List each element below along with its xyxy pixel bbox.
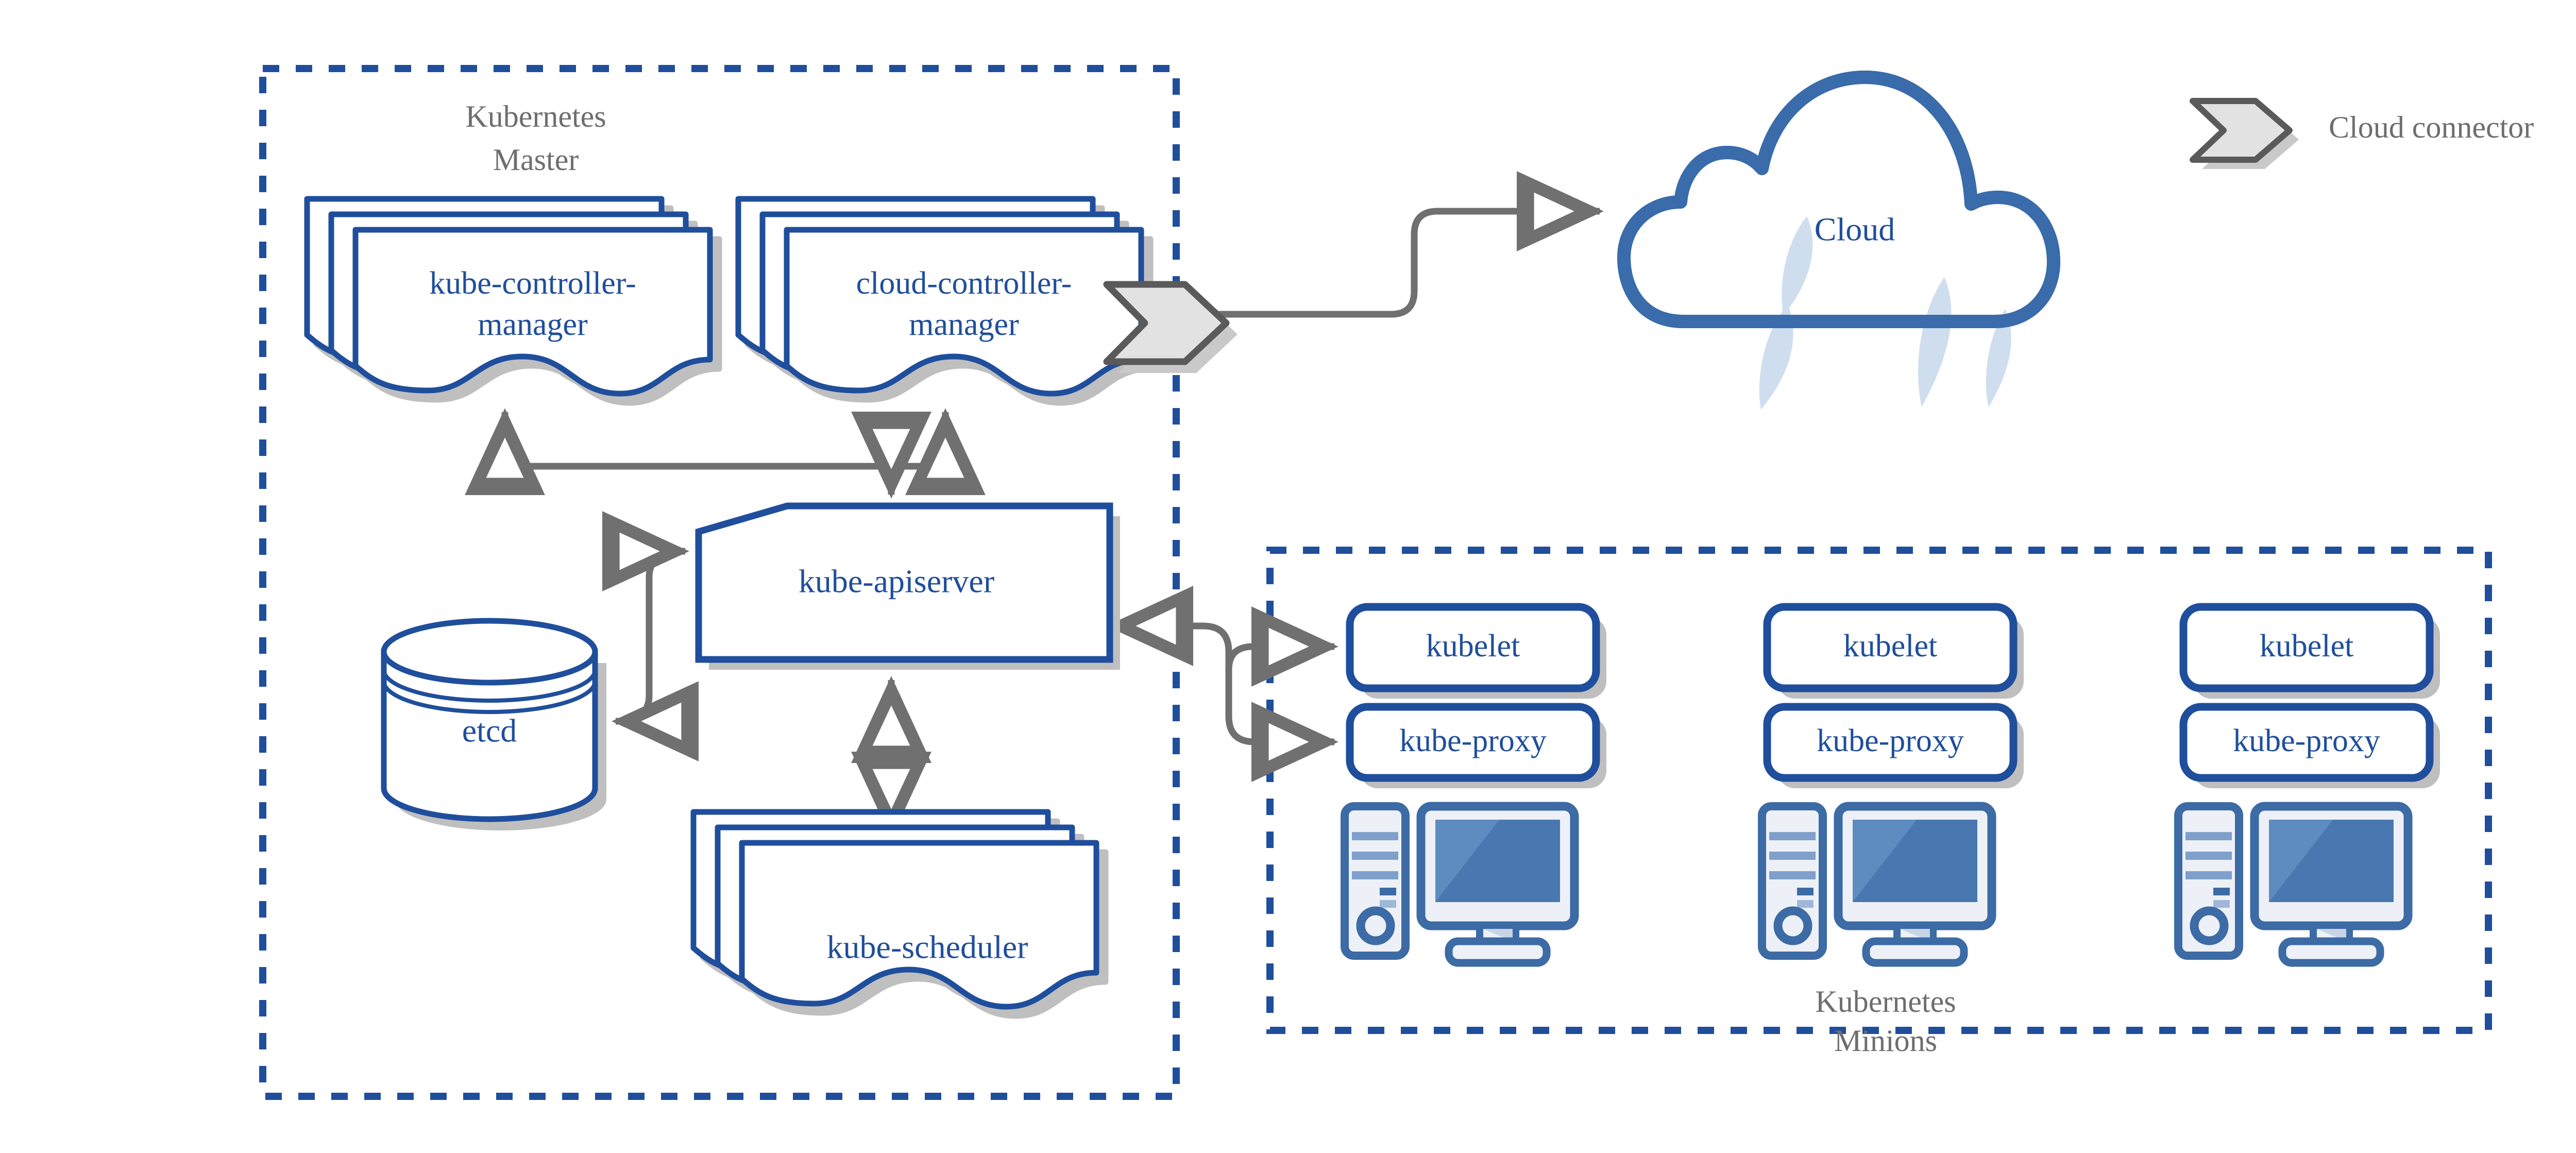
etcd-body <box>381 649 598 822</box>
node-cloud-controller-manager[interactable]: cloud-controller- manager <box>738 199 1150 403</box>
pc-power-button <box>2190 906 2229 945</box>
kube-proxy-body <box>1346 703 1600 782</box>
pc-tower <box>1758 802 1827 960</box>
pc-led-1 <box>2213 888 2230 895</box>
kubelet-label: kubelet <box>1426 629 1520 664</box>
node-kube-scheduler[interactable]: kube-scheduler <box>693 812 1106 1016</box>
pc-bar-1 <box>1352 832 1398 840</box>
cloud-connector-icon <box>2190 98 2293 163</box>
kubelet-body <box>1763 603 2018 692</box>
group-minions <box>1266 547 2492 1034</box>
cloud-outline <box>1617 71 2060 328</box>
pc-bar-3 <box>2185 871 2232 879</box>
master-group-border <box>259 65 1180 1100</box>
node-etcd[interactable]: etcd <box>381 618 606 830</box>
pc-led-2 <box>2213 900 2230 908</box>
etcd-top-ellipse <box>381 618 598 686</box>
cloud-accent-4 <box>1986 309 2011 407</box>
minions-group-label: Kubernetes Minions <box>1815 985 1956 1058</box>
minion-2-kube-proxy[interactable]: kube-proxy <box>1763 703 2024 788</box>
cloud-label: Cloud <box>1815 211 1895 248</box>
minion-3-kube-proxy[interactable]: kube-proxy <box>2179 703 2440 788</box>
monitor-screen-highlight <box>1853 820 1917 902</box>
monitor-base <box>2278 937 2384 967</box>
minion-2-kubelet[interactable]: kubelet <box>1763 603 2024 699</box>
pc-led-2 <box>1797 900 1814 908</box>
pc-led-2 <box>1380 900 1396 908</box>
connector-ccm-to-cloud <box>1175 171 1604 318</box>
cloud-controller-manager-label-line2: manager <box>909 307 1019 342</box>
kubelet-label: kubelet <box>2260 629 2354 664</box>
pc-tower <box>2174 802 2243 960</box>
pc-bar-2 <box>1352 852 1398 860</box>
cloud-accents <box>1759 216 2011 410</box>
group-master <box>259 65 1180 1100</box>
pc-bar-3 <box>1352 871 1398 879</box>
minions-label-line1: Kubernetes <box>1815 985 1956 1019</box>
monitor-screen-highlight <box>1435 820 1499 902</box>
etcd-ridge-1 <box>382 669 597 703</box>
node-kube-apiserver[interactable]: kube-apiserver <box>695 502 1120 670</box>
minion-1-kubelet[interactable]: kubelet <box>1346 603 1606 699</box>
kube-apiserver-label: kube-apiserver <box>799 563 994 600</box>
kube-controller-manager-label-line2: manager <box>478 307 588 342</box>
monitor-screen-highlight <box>2269 820 2333 902</box>
minions-label-line2: Minions <box>1834 1024 1937 1058</box>
pc-led-1 <box>1797 888 1814 895</box>
cloud-accent-3 <box>1918 277 1952 407</box>
computer-icon <box>1341 802 1579 967</box>
legend-cloud-connector: Cloud connector <box>2190 98 2534 169</box>
master-group-label: Kubernetes Master <box>465 99 606 177</box>
pc-bar-1 <box>2185 832 2232 840</box>
master-label-line1: Kubernetes <box>465 99 606 133</box>
connector-kcm-trunk <box>465 408 886 496</box>
pc-power-button <box>1773 906 1812 945</box>
pc-power-button <box>1356 906 1395 945</box>
computer-icon <box>2174 802 2413 967</box>
pc-bar-1 <box>1769 832 1816 840</box>
connectors-layer <box>465 171 1604 839</box>
master-label-line2: Master <box>493 143 579 177</box>
minion-1-kube-proxy[interactable]: kube-proxy <box>1346 703 1606 788</box>
pc-bar-2 <box>1769 852 1816 860</box>
legend-label-text: Cloud connector <box>2329 110 2534 144</box>
minion-3-kubelet[interactable]: kubelet <box>2179 603 2440 699</box>
kube-proxy-label: kube-proxy <box>1399 723 1547 758</box>
cloud-connector-icon-on-ccm <box>1103 281 1238 373</box>
cloud-connector-chevron <box>1103 281 1230 365</box>
node-cloud[interactable]: Cloud <box>1617 71 2060 410</box>
kubelet-label: kubelet <box>1843 629 1938 664</box>
kube-proxy-body <box>2179 703 2434 782</box>
kube-scheduler-label: kube-scheduler <box>827 929 1028 965</box>
monitor-base <box>1862 937 1968 967</box>
minion-1: kubelet kube-proxy <box>1341 603 1606 967</box>
etcd-label: etcd <box>462 713 517 749</box>
kubelet-body <box>2179 603 2434 692</box>
kube-proxy-label: kube-proxy <box>1817 723 1964 758</box>
cloud-accent-2 <box>1759 304 1793 410</box>
pc-led-1 <box>1380 888 1396 895</box>
connector-branch-to-kubelet <box>1225 606 1338 687</box>
connector-apiserver-to-kubeproxy <box>1106 586 1338 782</box>
pc-bar-3 <box>1769 871 1816 879</box>
minion-2: kubelet kube-proxy <box>1758 603 2024 967</box>
minion-3: kubelet kube-proxy <box>2174 603 2440 967</box>
kube-proxy-body <box>1763 703 2018 782</box>
cloud-accent-1 <box>1782 216 1813 315</box>
kube-controller-manager-label-line1: kube-controller- <box>429 266 636 301</box>
cloud-controller-manager-label-line1: cloud-controller- <box>856 266 1072 301</box>
etcd-ridge-2 <box>382 681 597 714</box>
pc-bar-2 <box>2185 852 2232 860</box>
kubelet-body <box>1346 603 1600 692</box>
pc-tower <box>1341 802 1410 960</box>
computer-icon <box>1758 802 1996 967</box>
node-kube-controller-manager[interactable]: kube-controller- manager <box>307 199 719 403</box>
connector-etcd-apiserver <box>602 511 699 761</box>
kube-proxy-label: kube-proxy <box>2233 723 2380 758</box>
monitor-base <box>1445 937 1551 967</box>
minions-group-border <box>1266 547 2492 1034</box>
apiserver-body <box>695 502 1113 663</box>
